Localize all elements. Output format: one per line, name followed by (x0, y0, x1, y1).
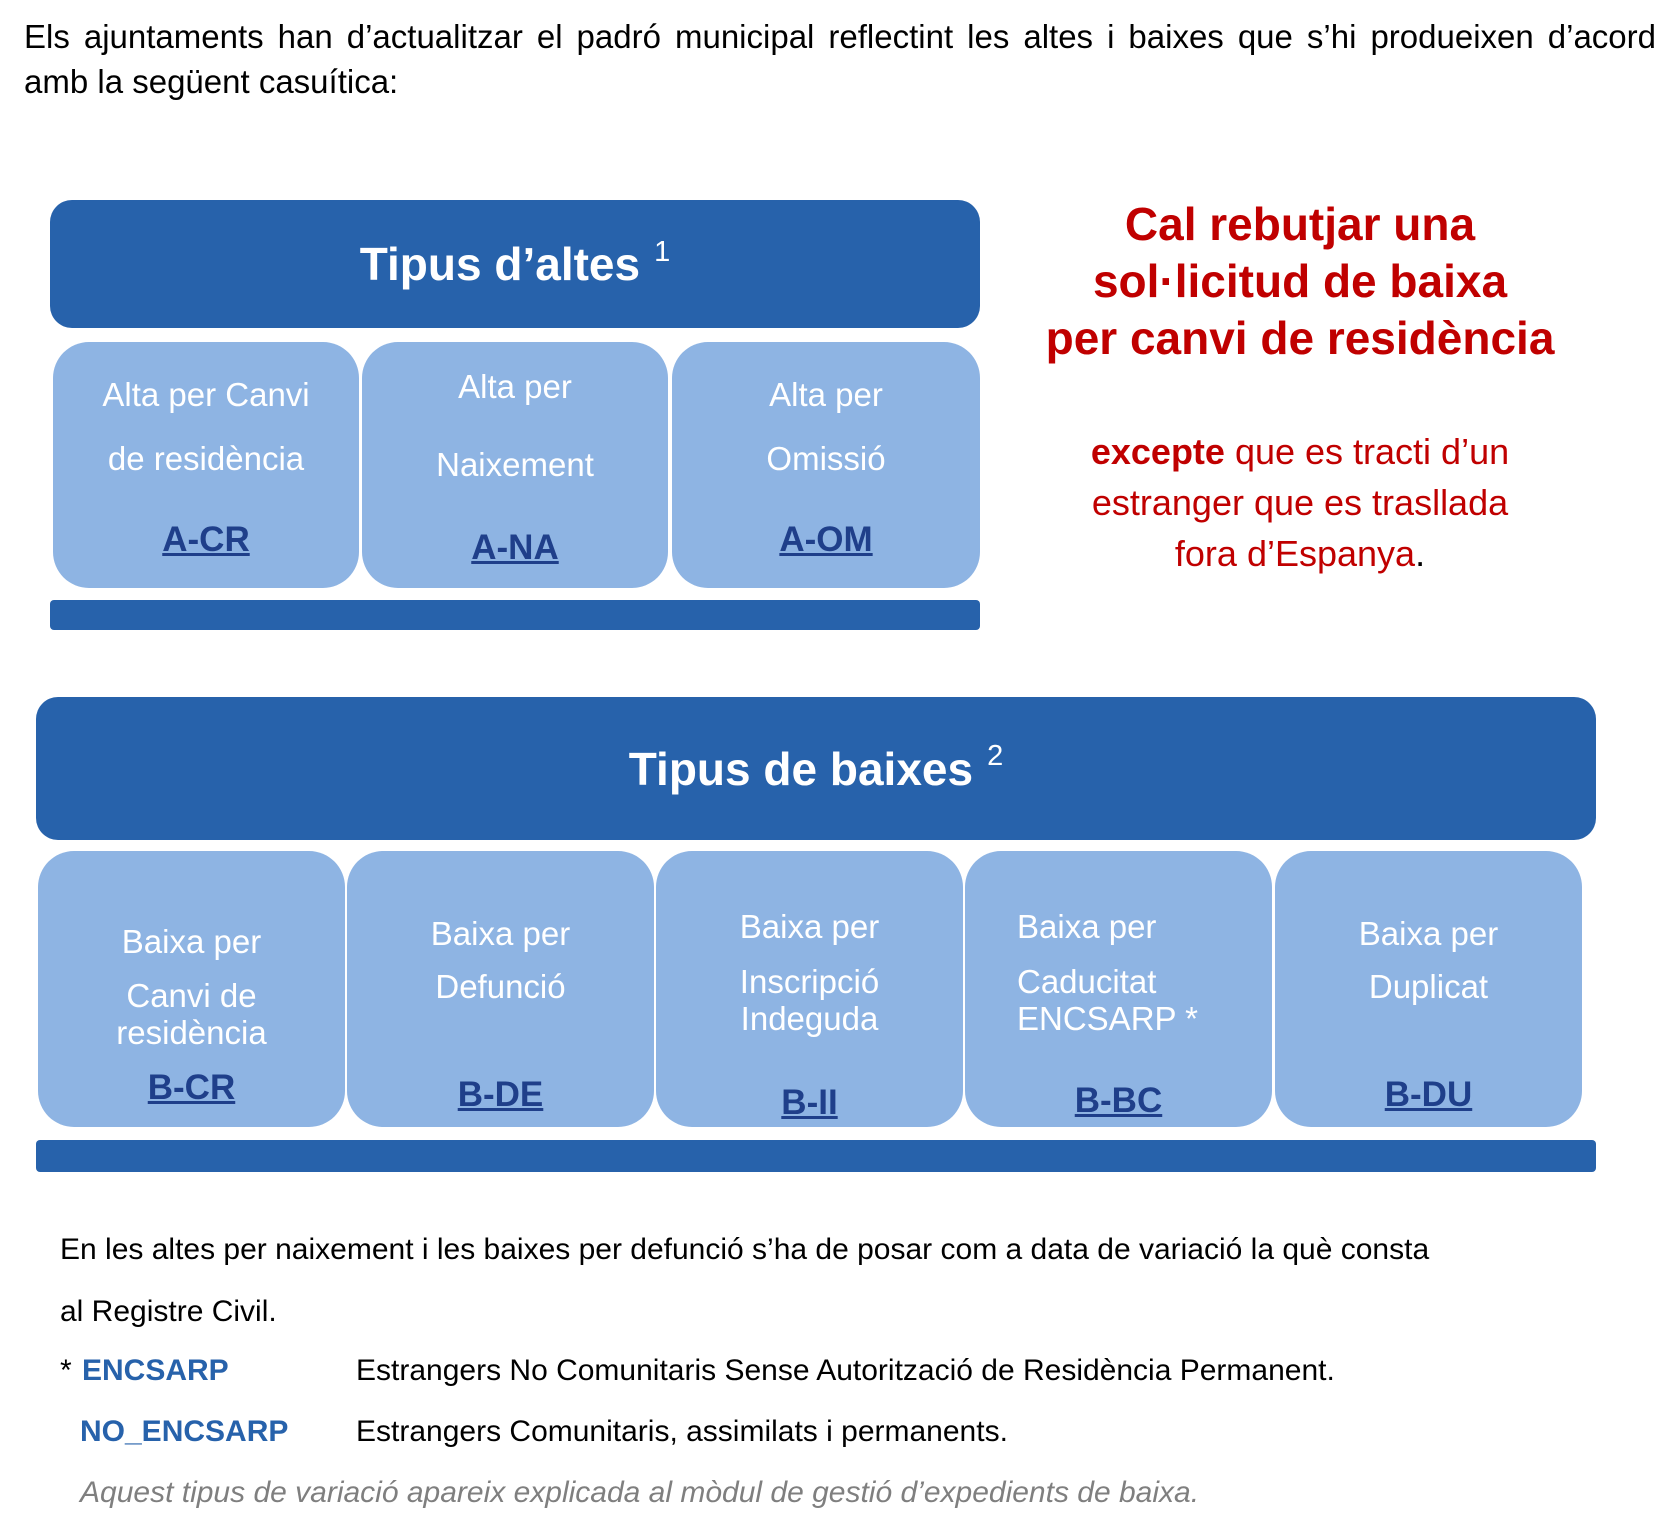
card-line: Alta per (769, 376, 883, 413)
baixa-code-link[interactable]: B-DE (457, 1075, 544, 1114)
card-line: de residència (107, 440, 305, 477)
card-line: Baixa per (739, 908, 880, 945)
altes-bottom-bar (50, 600, 980, 630)
notice-body-text: fora d’Espanya (1174, 533, 1416, 574)
card-line: Caducitat (1017, 963, 1157, 1000)
card-line: Defunció (435, 968, 566, 1005)
baixes-header-title: Tipus de baixes (628, 742, 974, 795)
italic-footnote: Aquest tipus de variació apareix explica… (80, 1476, 1200, 1509)
altes-header-title: Tipus d’altes (359, 238, 641, 290)
intro-paragraph: Els ajuntaments han d’actualitzar el pad… (24, 18, 1656, 100)
term-encsarp: ENCSARP (82, 1354, 229, 1387)
baixes-footnote-marker: 2 (987, 740, 1004, 772)
card-line: Baixa per (1358, 915, 1499, 952)
asterisk-marker: * (60, 1354, 72, 1387)
definition-encsarp: Estrangers No Comunitaris Sense Autoritz… (356, 1354, 1335, 1387)
baixa-code-link[interactable]: B-II (781, 1083, 838, 1122)
alta-card-naixement: Alta per Naixement A-NA (362, 342, 668, 588)
baixes-bottom-bar (36, 1140, 1596, 1172)
note-registre-civil: En les altes per naixement i les baixes … (60, 1219, 1640, 1343)
notice-period: . (1415, 533, 1426, 574)
notice-except-word: excepte (1090, 431, 1225, 472)
card-line: residència (116, 1014, 267, 1051)
card-line: Inscripció (739, 963, 880, 1000)
card-line: Naixement (436, 446, 594, 483)
baixa-card-defuncio: Baixa per Defunció B-DE (347, 851, 654, 1127)
baixa-code-link[interactable]: B-BC (1074, 1081, 1163, 1120)
notice-body-text: que es tracti d’un (1224, 431, 1510, 472)
baixa-card-inscripcio-indeguda: Baixa per Inscripció Indeguda B-II (656, 851, 963, 1127)
notice-body-text: estranger que es trasllada (1091, 482, 1509, 523)
baixes-header: Tipus de baixes 2 (36, 697, 1596, 840)
card-line: Baixa per (121, 923, 262, 960)
altes-header: Tipus d’altes 1 (50, 200, 980, 328)
notice-title: Cal rebutjar una sol·licitud de baixa pe… (990, 196, 1610, 367)
card-line: ENCSARP * (1017, 1000, 1198, 1037)
baixa-card-canvi-residencia: Baixa per Canvi de residència B-CR (38, 851, 345, 1127)
alta-card-canvi-residencia: Alta per Canvi de residència A-CR (53, 342, 359, 588)
card-line: Indeguda (740, 1000, 879, 1037)
baixa-code-link[interactable]: B-CR (147, 1068, 236, 1107)
baixa-code-link[interactable]: B-DU (1384, 1075, 1473, 1114)
note-line: En les altes per naixement i les baixes … (60, 1233, 1430, 1266)
card-line: Alta per (458, 368, 572, 405)
baixa-card-duplicat: Baixa per Duplicat B-DU (1275, 851, 1582, 1127)
notice-title-line: per canvi de residència (1045, 312, 1555, 364)
notice-title-line: Cal rebutjar una (1124, 198, 1476, 250)
card-line: Baixa per (430, 915, 571, 952)
card-line: Canvi de (126, 977, 257, 1014)
altes-footnote-marker: 1 (654, 235, 671, 268)
alta-card-omissio: Alta per Omissió A-OM (672, 342, 980, 588)
alta-code-link[interactable]: A-NA (471, 528, 559, 567)
notice-body: excepte que es tracti d’un estranger que… (990, 426, 1610, 579)
baixa-card-caducitat-encsarp: Baixa per Caducitat ENCSARP * B-BC (965, 851, 1272, 1127)
card-line: Duplicat (1368, 968, 1489, 1005)
notice-title-line: sol·licitud de baixa (1092, 255, 1508, 307)
note-line: al Registre Civil. (60, 1295, 277, 1328)
alta-code-link[interactable]: A-CR (162, 520, 250, 559)
card-line: Alta per Canvi (102, 376, 310, 413)
card-line: Omissió (766, 440, 886, 477)
definition-no-encsarp: Estrangers Comunitaris, assimilats i per… (356, 1415, 1008, 1448)
alta-code-link[interactable]: A-OM (779, 520, 873, 559)
term-no-encsarp: NO_ENCSARP (80, 1415, 289, 1448)
card-line: Baixa per (1017, 908, 1157, 945)
